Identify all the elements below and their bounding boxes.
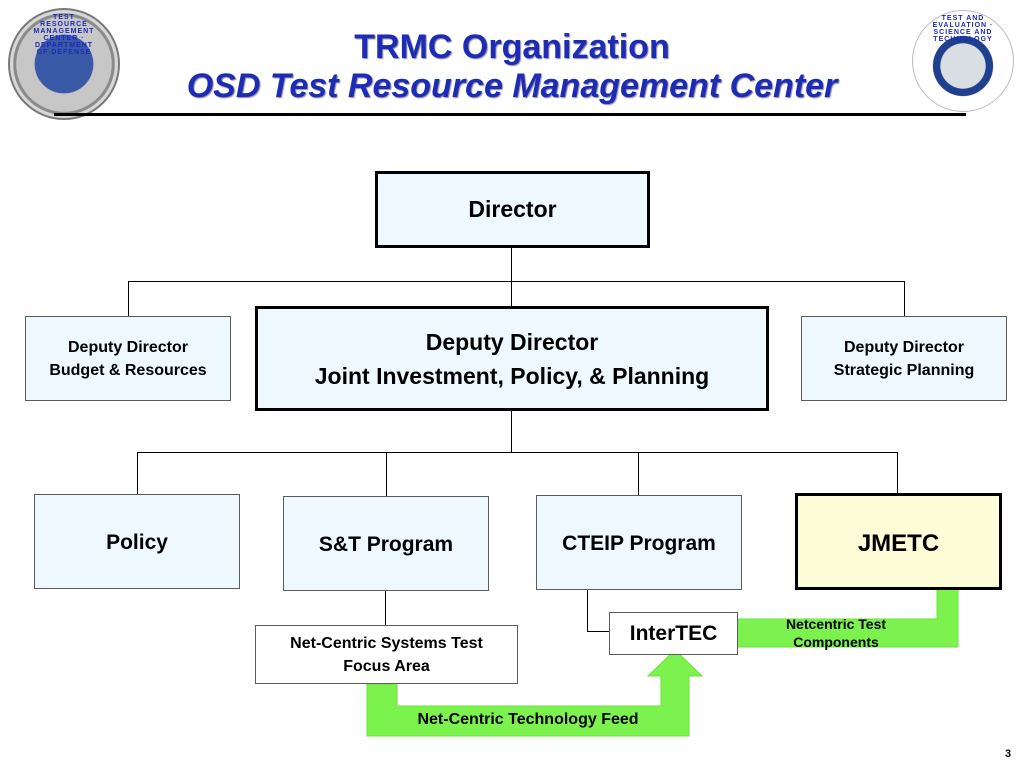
jmetc-box: JMETC [795,493,1002,590]
net-centric-focus-line1: Net-Centric Systems Test [290,634,483,652]
page-subtitle: OSD Test Resource Management Center [186,67,838,105]
net-centric-focus-box: Net-Centric Systems Test Focus Area [255,625,518,684]
test-components-line2: Components [793,634,879,650]
director-label: Director [468,196,557,222]
test-components-line1: Netcentric Test [785,616,887,632]
connector-to-jmetc [897,452,898,495]
title-rule [54,113,966,116]
dd-budget-area: Budget & Resources [49,361,207,379]
dd-joint-area: Joint Investment, Policy, & Planning [314,362,710,389]
connector-cteip-to-intertec [587,631,609,632]
page-title: TRMC Organization [354,28,670,66]
connector-to-st [386,452,387,497]
dd-strategic-title: Deputy Director [843,338,965,356]
test-evaluation-seal-logo: TEST AND EVALUATION · SCIENCE AND TECHNO… [912,10,1014,112]
connector-st-to-netcentric [385,590,386,626]
tech-feed-arrow [366,649,704,737]
dd-budget-box: Deputy Director Budget & Resources [25,316,231,401]
dd-joint-title: Deputy Director [425,328,599,355]
connector-to-budget [128,281,129,316]
policy-box: Policy [34,494,240,589]
dd-strategic-area: Strategic Planning [833,361,975,379]
test-components-label: Netcentric Test Components [758,615,914,651]
trmc-seal-logo: TEST RESOURCE MANAGEMENT CENTER · DEPART… [8,8,120,120]
connector-director-down [511,246,512,307]
director-box: Director [375,171,650,248]
jmetc-label: JMETC [857,530,940,557]
dd-strategic-box: Deputy Director Strategic Planning [801,316,1007,401]
st-program-label: S&T Program [318,533,454,556]
right-seal-text: TEST AND EVALUATION · SCIENCE AND TECHNO… [932,15,994,43]
cteip-program-label: CTEIP Program [562,532,716,555]
connector-to-strategic [904,281,905,316]
page-number: 3 [1004,748,1012,760]
connector-joint-down [511,409,512,453]
policy-label: Policy [106,531,168,554]
connector-mid-horizontal [137,452,898,453]
net-centric-focus-line2: Focus Area [343,657,430,675]
connector-to-cteip [638,452,639,496]
cteip-program-box: CTEIP Program [536,495,742,590]
dd-budget-title: Deputy Director [67,338,189,356]
tech-feed-label: Net-Centric Technology Feed [417,711,639,728]
connector-top-horizontal [128,281,905,282]
connector-to-policy [137,452,138,495]
left-seal-text: TEST RESOURCE MANAGEMENT CENTER · DEPART… [33,14,95,56]
intertec-label: InterTEC [629,621,718,645]
connector-cteip-down [587,589,588,632]
st-program-box: S&T Program [283,496,489,591]
intertec-box: InterTEC [609,612,738,655]
dd-joint-box: Deputy Director Joint Investment, Policy… [255,306,769,411]
